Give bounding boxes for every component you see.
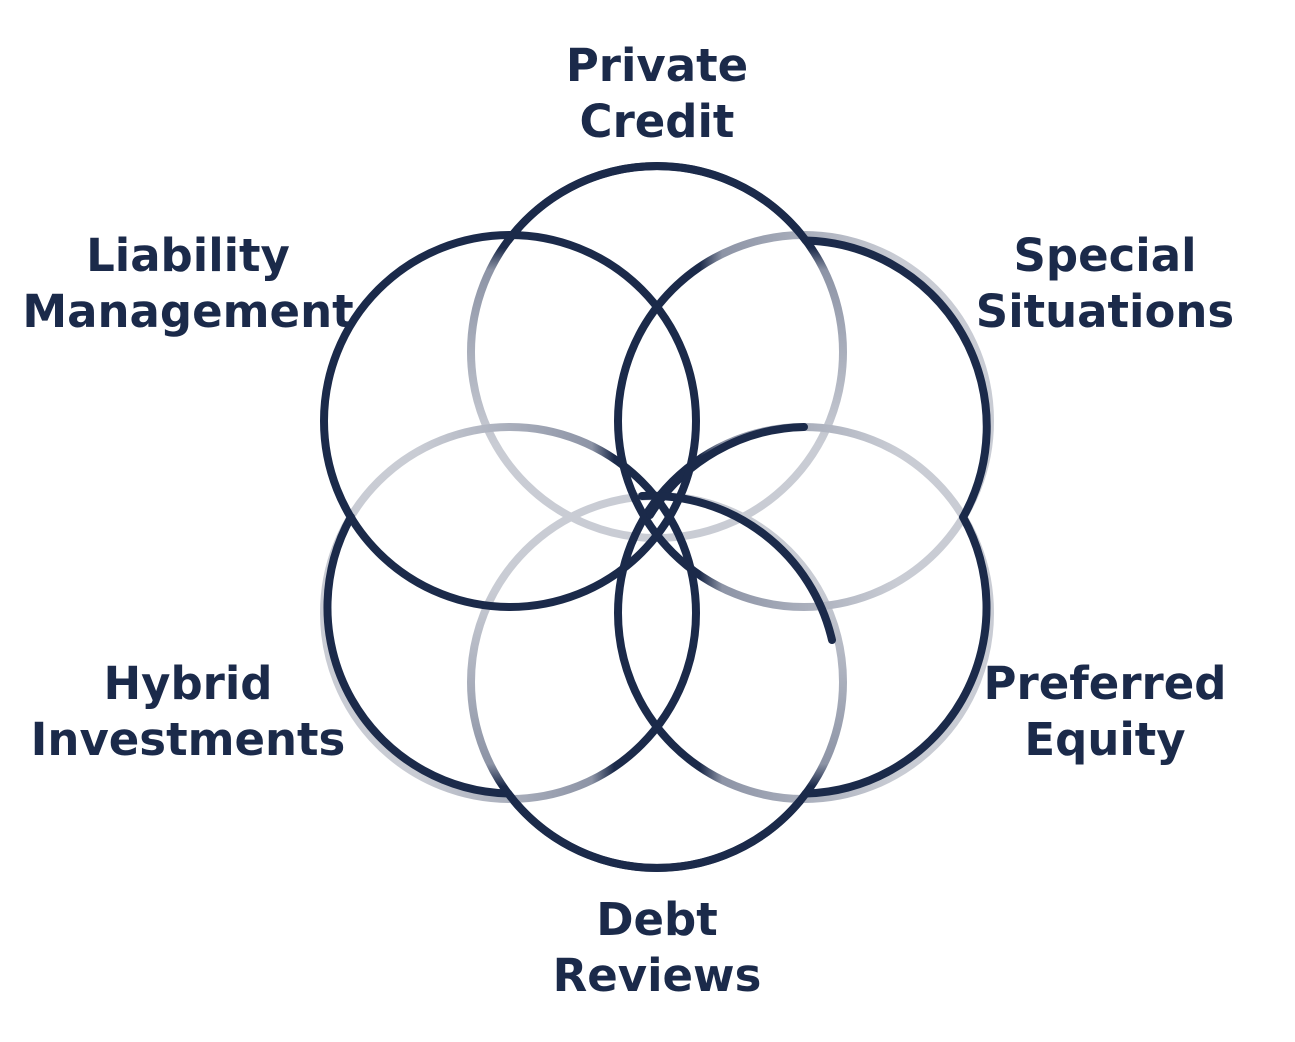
label-preferred-equity-line1: Preferred	[983, 657, 1227, 710]
label-hybrid-investments-line1: Hybrid	[103, 657, 273, 710]
label-liability-management-line2: Management	[22, 285, 354, 338]
label-private-credit: Private Credit	[566, 38, 748, 150]
circle-special-situations-faded	[614, 231, 994, 611]
label-preferred-equity-line2: Equity	[1024, 713, 1186, 766]
label-special-situations-line1: Special	[1013, 229, 1197, 282]
label-special-situations: Special Situations	[976, 228, 1234, 340]
label-debt-reviews: Debt Reviews	[553, 892, 762, 1004]
arc-private-credit	[504, 162, 810, 245]
label-private-credit-line2: Credit	[579, 95, 735, 148]
circle-liability-management	[320, 231, 700, 611]
arc-preferred-equity	[801, 513, 991, 798]
label-hybrid-investments-line2: Investments	[30, 713, 346, 766]
label-liability-management: Liability Management	[22, 228, 353, 340]
label-debt-reviews-line2: Reviews	[552, 949, 762, 1002]
arc-special-situations	[801, 236, 991, 522]
arc-hybrid-investments	[323, 513, 513, 798]
label-preferred-equity: Preferred Equity	[984, 656, 1227, 768]
label-hybrid-investments: Hybrid Investments	[31, 656, 346, 768]
label-special-situations-line2: Situations	[975, 285, 1235, 338]
arc-debt-reviews	[504, 789, 810, 872]
label-private-credit-line1: Private	[565, 39, 749, 92]
label-debt-reviews-line1: Debt	[596, 893, 718, 946]
circle-hybrid-investments-faded	[320, 423, 700, 803]
label-liability-management-line1: Liability	[86, 229, 290, 282]
